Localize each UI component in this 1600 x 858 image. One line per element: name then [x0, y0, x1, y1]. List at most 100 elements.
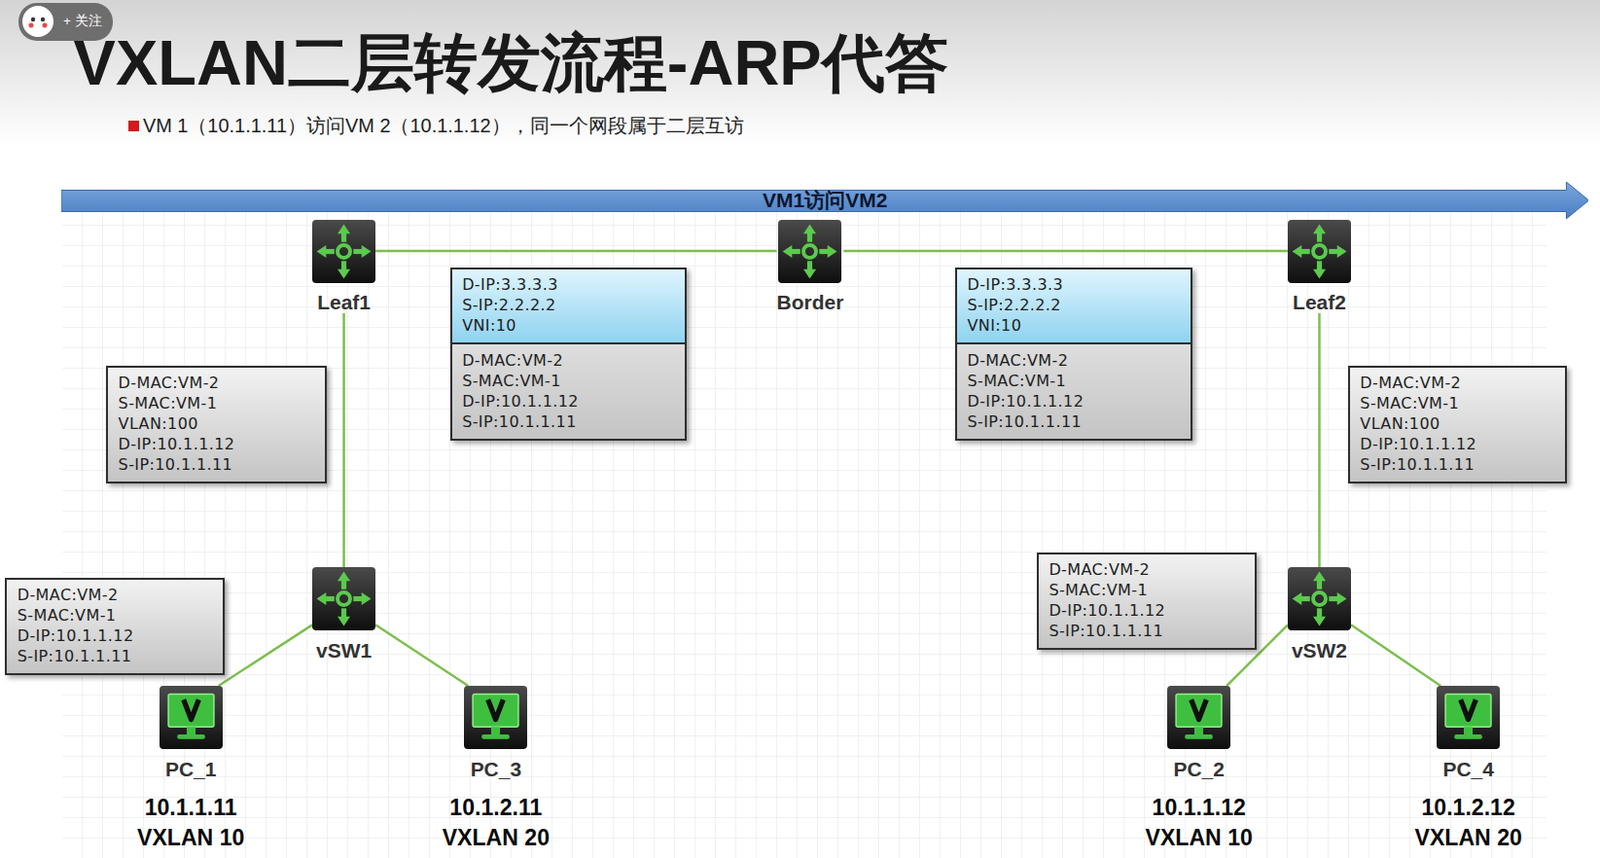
icon-arrow-shaft — [1316, 260, 1322, 271]
icon-body — [1287, 219, 1352, 284]
slide-title: VXLAN二层转发流程-ARP代答 — [73, 26, 949, 100]
packet-header-box: D-MAC:VM-2S-MAC:VM-1VLAN:100D-IP:10.1.1.… — [1348, 365, 1568, 484]
icon-arrow-shaft — [1300, 596, 1311, 602]
packet-header-box: D-MAC:VM-2S-MAC:VM-1VLAN:100D-IP:10.1.1.… — [106, 365, 327, 484]
icon-arrow-head — [803, 223, 817, 234]
link-line — [1351, 624, 1441, 686]
frame-field: D-IP:10.1.1.12 — [17, 626, 214, 647]
vm-icon — [1167, 685, 1231, 749]
device-name: PC_1 — [165, 757, 216, 781]
icon-ring — [1313, 592, 1326, 605]
encap-field: D-IP:3.3.3.3 — [966, 275, 1180, 296]
icon-arrow-head — [1292, 592, 1303, 605]
icon-arrow-shaft — [819, 248, 830, 253]
monitor-base — [482, 734, 511, 740]
device-name: PC_2 — [1173, 757, 1224, 781]
icon-body — [159, 685, 223, 749]
vm-mark — [182, 699, 199, 719]
address-text: 10.1.1.11 — [144, 792, 238, 822]
vm-host-node: PC_110.1.1.11VXLAN 10 — [137, 685, 245, 853]
switch-icon — [1287, 219, 1352, 284]
inner-frame-section: D-MAC:VM-2S-MAC:VM-1D-IP:10.1.1.12S-IP:1… — [6, 579, 223, 675]
icon-arrow-shaft — [807, 232, 813, 243]
icon-body — [463, 685, 528, 749]
icon-body — [312, 567, 376, 631]
icon-arrow-head — [317, 245, 327, 258]
encap-header-section: D-IP:3.3.3.3S-IP:2.2.2.2VNI:10 — [452, 269, 685, 346]
switch-node: Leaf1 — [312, 219, 376, 315]
switch-node: Leaf2 — [1287, 219, 1352, 315]
icon-arrow-head — [337, 571, 351, 582]
vm-host-node: PC_2 10.1.1.12VXLAN 10 — [1145, 685, 1253, 853]
encap-field: S-IP:2.2.2.2 — [462, 295, 675, 317]
icon-arrow-head — [1337, 245, 1348, 258]
icon-arrow-shaft — [341, 260, 347, 271]
inner-frame-section: D-MAC:VM-2S-MAC:VM-1VLAN:100D-IP:10.1.1.… — [107, 367, 325, 482]
address-text: 10.1.1.12 — [1152, 792, 1246, 822]
icon-arrow-head — [337, 616, 351, 627]
icon-arrow-head — [1313, 268, 1326, 279]
frame-field: S-MAC:VM-1 — [1048, 580, 1245, 602]
icon-arrow-shaft — [807, 260, 813, 271]
frame-field: S-IP:10.1.1.11 — [966, 412, 1180, 433]
frame-field: S-IP:10.1.1.11 — [462, 412, 675, 433]
inner-frame-section: D-MAC:VM-2S-MAC:VM-1D-IP:10.1.1.12S-IP:1… — [957, 344, 1191, 439]
icon-ring — [1313, 245, 1326, 258]
address-text: 10.1.2.12 — [1422, 792, 1516, 822]
vm-mark — [488, 699, 504, 719]
icon-body — [1436, 685, 1500, 749]
flow-label: VM1访问VM2 — [762, 188, 888, 212]
frame-field: S-IP:10.1.1.11 — [17, 646, 214, 668]
frame-field: D-MAC:VM-2 — [17, 585, 214, 606]
band-arrow-fill — [61, 181, 1590, 219]
address-text: VXLAN 10 — [1145, 822, 1253, 853]
subtitle-note: VM 1（10.1.1.11）访问VM 2（10.1.1.12），同一个网段属于… — [142, 113, 745, 140]
flow-arrow-band: VM1访问VM2 — [61, 179, 1590, 221]
frame-field: D-IP:10.1.1.12 — [1048, 601, 1245, 622]
packet-header-box: D-MAC:VM-2S-MAC:VM-1D-IP:10.1.1.12S-IP:1… — [4, 577, 225, 676]
icon-arrow-shaft — [790, 248, 801, 253]
device-name: PC_3 — [470, 757, 522, 781]
device-name: vSW2 — [1291, 639, 1348, 662]
vm-host-node: PC_410.1.2.12VXLAN 20 — [1415, 685, 1523, 853]
icon-ring — [803, 245, 817, 258]
switch-icon — [312, 219, 376, 284]
frame-field: VLAN:100 — [1359, 414, 1556, 435]
frame-field: D-IP:10.1.1.12 — [462, 391, 675, 413]
monitor-stand — [1463, 726, 1473, 735]
avatar-eye — [31, 17, 36, 22]
label-wrap: VM 1（10.1.1.11）访问VM 2（10.1.1.12），同一个网段属于… — [142, 113, 745, 140]
vm-icon — [463, 685, 528, 749]
icon-arrow-head — [782, 245, 793, 258]
device-name: Leaf1 — [317, 290, 371, 314]
frame-field: D-IP:10.1.1.12 — [118, 434, 316, 456]
frame-field: D-IP:10.1.1.12 — [966, 391, 1180, 413]
icon-arrow-shaft — [341, 608, 347, 619]
device-name: vSW1 — [316, 639, 372, 662]
icon-body — [1287, 567, 1352, 631]
encap-field: VNI:10 — [966, 316, 1180, 337]
frame-field: S-MAC:VM-1 — [118, 393, 316, 415]
avatar-cheek — [29, 23, 35, 29]
address-text: VXLAN 20 — [442, 822, 550, 853]
device-name: Leaf2 — [1292, 290, 1347, 314]
monitor-base — [1454, 734, 1483, 740]
device-name: Border — [777, 290, 845, 314]
icon-arrow-head — [1337, 592, 1348, 605]
icon-arrow-shaft — [1316, 232, 1322, 243]
encap-field: D-IP:3.3.3.3 — [462, 275, 675, 296]
packet-header-box: D-IP:3.3.3.3S-IP:2.2.2.2VNI:10D-MAC:VM-2… — [955, 267, 1193, 441]
vm-host-node: PC_310.1.2.11VXLAN 20 — [442, 685, 550, 853]
frame-field: S-IP:10.1.1.11 — [1048, 621, 1245, 642]
frame-field: D-MAC:VM-2 — [118, 373, 316, 394]
icon-arrow-head — [337, 268, 351, 279]
icon-arrow-head — [361, 592, 372, 605]
inner-frame-section: D-MAC:VM-2S-MAC:VM-1D-IP:10.1.1.12S-IP:1… — [452, 344, 685, 439]
switch-node: Border — [777, 219, 845, 315]
icon-arrow-head — [317, 592, 327, 605]
monitor-screen — [1445, 693, 1492, 727]
switch-icon — [312, 567, 376, 631]
icon-ring — [337, 592, 351, 605]
icon-arrow-shaft — [1300, 248, 1311, 253]
link-line — [1317, 313, 1321, 568]
